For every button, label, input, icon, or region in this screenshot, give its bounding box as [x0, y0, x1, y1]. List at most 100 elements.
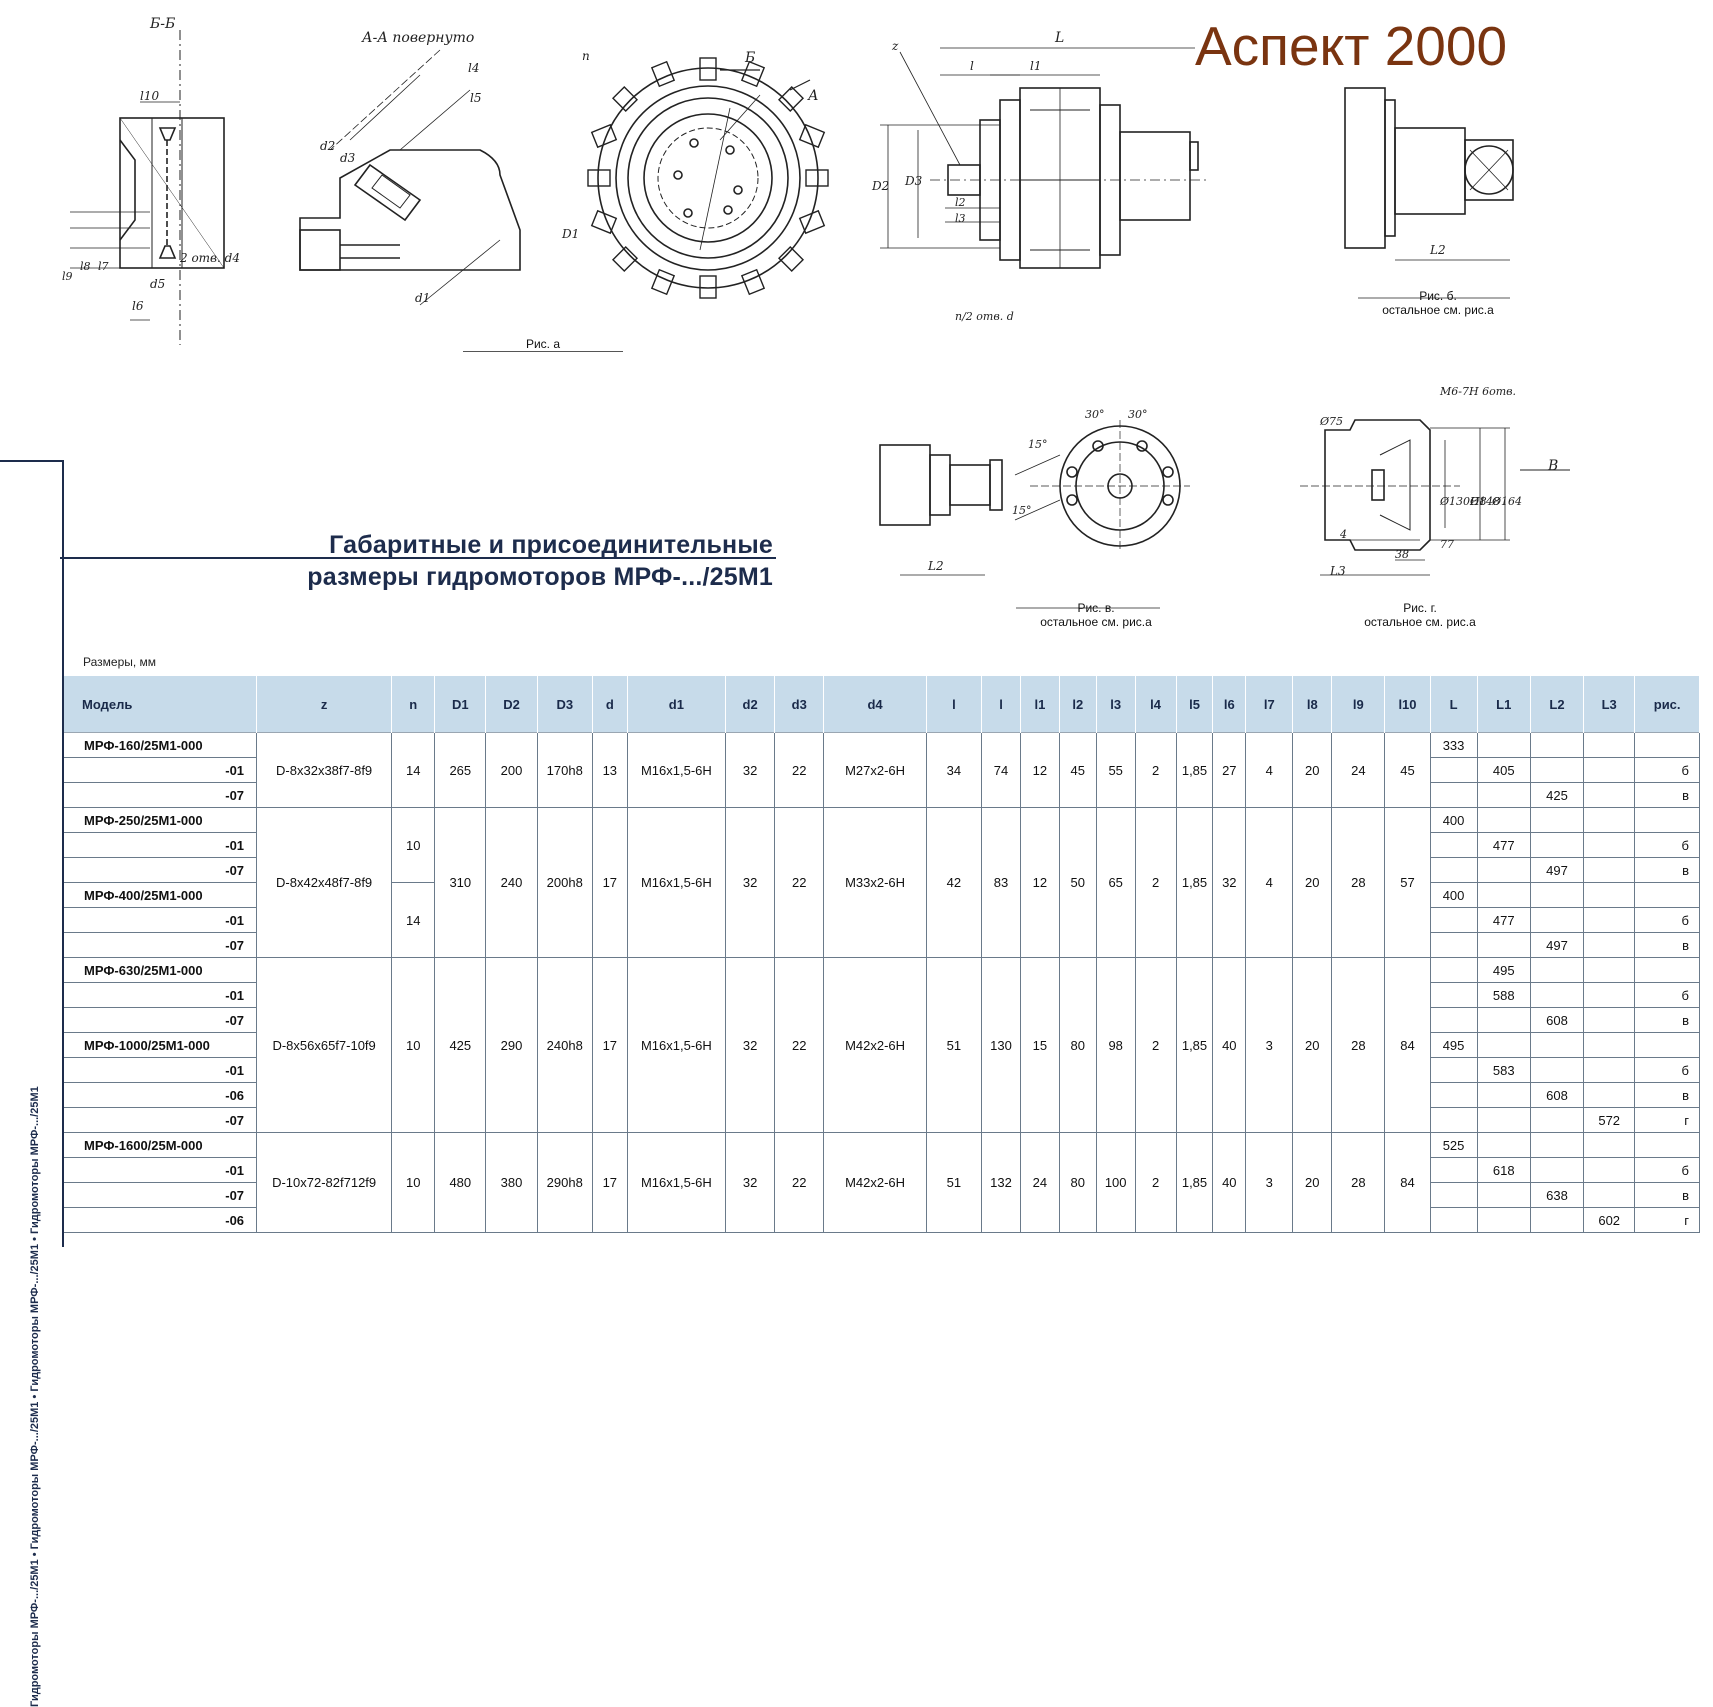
table-cell: 495	[1429, 1032, 1478, 1058]
label-holes-d: n/2 отв. d	[955, 310, 1014, 323]
table-cell: 2	[1134, 807, 1177, 958]
table-cell	[1529, 1132, 1585, 1158]
table-cell: 98	[1095, 957, 1136, 1133]
table-cell: 65	[1095, 807, 1136, 958]
table-cell	[1429, 1157, 1478, 1183]
table-cell: 45	[1384, 732, 1431, 808]
table-cell: 1,85	[1175, 957, 1214, 1133]
table-cell	[1583, 857, 1636, 883]
table-cell: M42x2-6H	[823, 1132, 927, 1233]
table-cell	[1476, 1107, 1531, 1133]
table-cell: 477	[1476, 907, 1531, 933]
table-cell	[1529, 732, 1585, 758]
table-cell	[1583, 832, 1636, 858]
table-cell: 525	[1429, 1132, 1478, 1158]
label-phi130: Ø130H8	[1439, 495, 1487, 508]
table-cell: 74	[981, 732, 1021, 808]
label-L: L	[1054, 30, 1064, 46]
table-cell: 310	[434, 807, 487, 958]
label-phi164: Ø164	[1491, 495, 1522, 508]
fig-b-drawing	[1344, 87, 1514, 299]
table-cell: 34	[925, 732, 983, 808]
table-cell: 405	[1476, 757, 1531, 783]
table-cell: б	[1634, 1057, 1700, 1083]
label-l7: l7	[98, 260, 109, 273]
table-cell	[1583, 1157, 1636, 1183]
label-l6: l6	[132, 299, 144, 313]
table-cell: 20	[1292, 957, 1333, 1133]
table-cell	[1429, 1107, 1478, 1133]
table-cell: 57	[1384, 807, 1431, 958]
table-cell	[1583, 1132, 1636, 1158]
column-header: l1	[1020, 676, 1060, 733]
table-cell	[1429, 1082, 1478, 1108]
label-v: В	[1547, 458, 1558, 474]
column-header: l3	[1096, 676, 1136, 733]
table-cell	[1529, 1107, 1585, 1133]
label-n77: 77	[1440, 538, 1454, 551]
model-cell: -01	[64, 1157, 258, 1183]
table-cell: 32	[725, 1132, 776, 1233]
caption-fig-v-note: остальное см. рис.а	[1040, 615, 1152, 629]
table-cell	[1634, 807, 1700, 833]
table-cell: г	[1634, 1107, 1700, 1133]
brand-watermark: Аспект 2000	[1195, 15, 1508, 77]
table-cell: 83	[981, 807, 1021, 958]
side-text: Гидромоторы МРФ-.../25М1 • Гидромоторы М…	[29, 1086, 41, 1707]
table-cell	[1476, 1132, 1531, 1158]
table-cell: 638	[1529, 1182, 1585, 1208]
table-cell: 17	[591, 807, 628, 958]
table-cell: 2	[1134, 732, 1177, 808]
column-header: L1	[1477, 676, 1531, 733]
label-d3: d3	[340, 151, 356, 165]
table-cell: 130	[981, 957, 1021, 1133]
table-cell: 32	[725, 732, 776, 808]
label-d1: d1	[415, 291, 430, 305]
label-l10: l10	[140, 89, 159, 103]
label-n: n	[582, 49, 590, 63]
page-title-line1: Габаритные и присоединительные	[329, 531, 773, 559]
column-header: L	[1430, 676, 1478, 733]
table-cell: D-8x42x48f7-8f9	[256, 807, 393, 958]
side-strip: Гидромоторы МРФ-.../25М1 • Гидромоторы М…	[0, 460, 64, 1707]
column-header: рис.	[1634, 676, 1700, 733]
caption-fig-b-note: остальное см. рис.а	[1382, 303, 1494, 317]
label-l4: l4	[468, 61, 479, 75]
table-cell: 10	[391, 807, 436, 883]
model-cell: -01	[64, 832, 258, 858]
front-view-drawing	[587, 57, 829, 299]
table-cell: 20	[1292, 1132, 1333, 1233]
column-header: L2	[1530, 676, 1585, 733]
table-cell: 20	[1292, 807, 1333, 958]
table-cell: б	[1634, 982, 1700, 1008]
table-cell: 80	[1058, 957, 1097, 1133]
label-deg15b: 15°	[1012, 504, 1032, 517]
label-l1: l1	[1030, 59, 1041, 73]
column-header: Модель	[64, 676, 258, 733]
table-cell: 22	[774, 807, 825, 958]
label-phi148: Ø148	[1469, 495, 1500, 508]
table-cell: D-8x32x38f7-8f9	[256, 732, 393, 808]
column-header: l	[981, 676, 1021, 733]
table-cell: 50	[1058, 807, 1097, 958]
table-cell	[1429, 982, 1478, 1008]
model-cell: -06	[64, 1207, 258, 1233]
table-cell	[1634, 882, 1700, 908]
model-cell: -07	[64, 1182, 258, 1208]
table-cell	[1529, 1057, 1585, 1083]
table-cell: 24	[1331, 732, 1386, 808]
model-cell: -07	[64, 932, 258, 958]
label-l: l	[970, 59, 974, 73]
table-cell: 17	[591, 957, 628, 1133]
table-cell: 572	[1583, 1107, 1636, 1133]
table-cell: 45	[1058, 732, 1097, 808]
label-l2: l2	[955, 196, 966, 209]
column-header: D3	[537, 676, 593, 733]
column-header: l	[926, 676, 983, 733]
table-cell: 608	[1529, 1082, 1585, 1108]
